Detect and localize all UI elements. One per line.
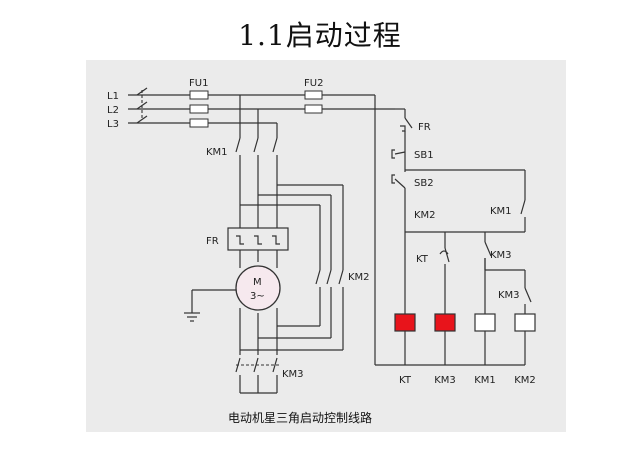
label-FU1: FU1 [189, 78, 208, 89]
label-KM1-main: KM1 [206, 147, 228, 158]
coil-label-km2: KM2 [514, 375, 536, 386]
coil-label-kt: KT [399, 375, 412, 386]
control-circuit [374, 95, 532, 366]
coil-kt [394, 313, 416, 332]
coil-km2 [514, 313, 536, 332]
coil-km1 [474, 313, 496, 332]
label-KM2-ctrl: KM2 [414, 210, 436, 221]
label-L1: L1 [107, 91, 119, 102]
label-SB2: SB2 [414, 178, 434, 189]
motor-label-M: M [253, 277, 262, 288]
coil-row: KT KM3 KM1 KM2 [394, 313, 536, 386]
label-KM3-main: KM3 [282, 369, 304, 380]
supply-lines [128, 87, 395, 124]
motor-label-3phase: 3~ [250, 291, 265, 302]
coil-label-km3: KM3 [434, 375, 456, 386]
label-FR-ctrl: FR [418, 122, 431, 133]
label-KM1-ctrl: KM1 [490, 206, 512, 217]
label-L3: L3 [107, 119, 119, 130]
fuse-FU2 [304, 90, 323, 114]
label-KM3-ctrl: KM3 [490, 250, 512, 261]
slide-title: 1.1启动过程 [238, 19, 402, 52]
label-KM2-main: KM2 [348, 272, 370, 283]
label-KM3-ctrl2: KM3 [498, 290, 520, 301]
coil-label-km1: KM1 [474, 375, 496, 386]
main-circuit [184, 95, 344, 394]
diagram-caption: 电动机星三角启动控制线路 [228, 410, 372, 425]
label-SB1: SB1 [414, 150, 434, 161]
label-KT-ctrl: KT [416, 254, 429, 265]
label-FR-main: FR [206, 236, 219, 247]
diagram-panel [86, 60, 566, 432]
label-L2: L2 [107, 105, 119, 116]
fuse-FU1 [189, 90, 209, 128]
coil-km3 [434, 313, 456, 332]
motor [235, 265, 281, 311]
label-FU2: FU2 [304, 78, 323, 89]
